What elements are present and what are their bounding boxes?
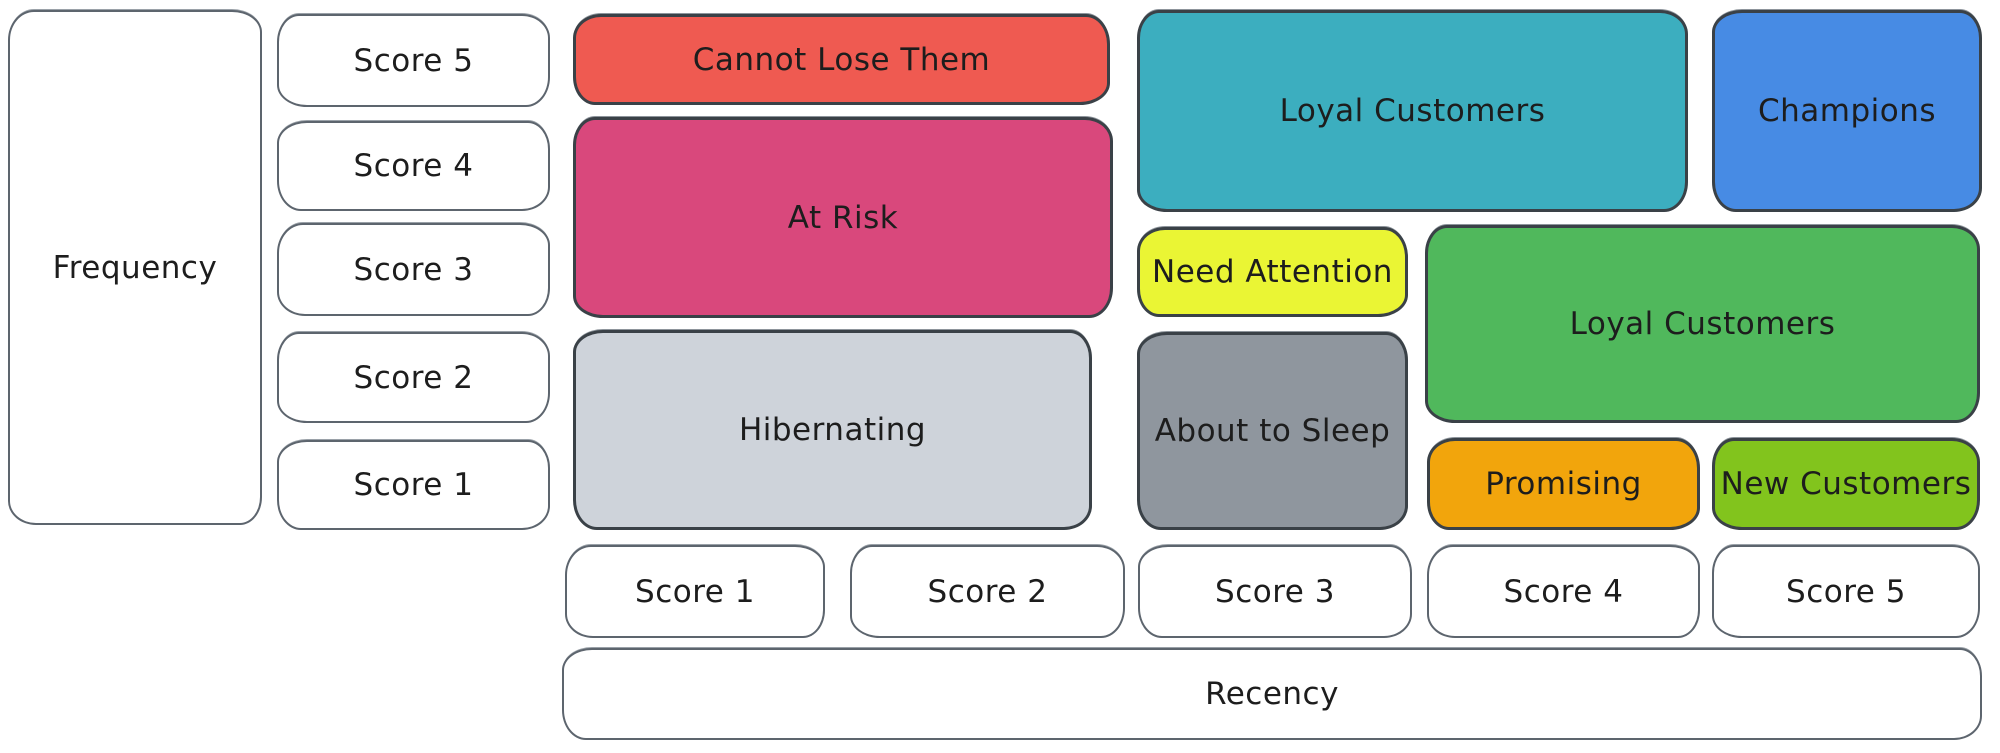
segment-champions-label: Champions <box>1757 93 1937 129</box>
frequency-score-4-box: Score 4 <box>277 121 550 211</box>
segment-hibernating-label: Hibernating <box>738 412 927 448</box>
segment-loyal-customers-lower-label: Loyal Customers <box>1569 306 1836 342</box>
segment-about-to-sleep-label: About to Sleep <box>1154 413 1391 449</box>
segment-new-customers: New Customers <box>1712 438 1980 530</box>
recency-axis-box: Recency <box>562 648 1982 740</box>
segment-at-risk: At Risk <box>573 117 1113 318</box>
segment-need-attention-label: Need Attention <box>1152 254 1393 290</box>
recency-score-1-box: Score 1 <box>565 545 825 638</box>
recency-score-4-box: Score 4 <box>1427 545 1700 638</box>
segment-loyal-customers-upper: Loyal Customers <box>1137 10 1688 212</box>
segment-loyal-customers-upper-label: Loyal Customers <box>1279 93 1546 129</box>
frequency-score-2-label: Score 2 <box>353 359 474 396</box>
segment-loyal-customers-lower: Loyal Customers <box>1425 225 1980 423</box>
recency-score-1-label: Score 1 <box>635 573 755 610</box>
recency-score-5-label: Score 5 <box>1786 573 1906 610</box>
segment-promising: Promising <box>1427 438 1700 530</box>
frequency-score-1-label: Score 1 <box>353 467 474 503</box>
frequency-score-2-box: Score 2 <box>277 332 550 423</box>
frequency-axis-box: Frequency <box>8 10 262 525</box>
segment-hibernating: Hibernating <box>573 330 1092 530</box>
frequency-score-5-label: Score 5 <box>353 42 474 79</box>
recency-score-3-label: Score 3 <box>1215 573 1335 610</box>
frequency-axis-label: Frequency <box>52 249 218 286</box>
frequency-score-5-box: Score 5 <box>277 14 550 107</box>
frequency-score-3-label: Score 3 <box>353 251 474 288</box>
recency-score-3-box: Score 3 <box>1138 545 1412 638</box>
segment-at-risk-label: At Risk <box>787 199 899 236</box>
recency-score-2-label: Score 2 <box>927 573 1048 610</box>
segment-cannot-lose-them-label: Cannot Lose Them <box>692 41 991 78</box>
segment-new-customers-label: New Customers <box>1720 466 1972 502</box>
frequency-score-3-box: Score 3 <box>277 223 550 316</box>
recency-score-2-box: Score 2 <box>850 545 1125 638</box>
recency-score-4-label: Score 4 <box>1503 573 1624 610</box>
recency-axis-label: Recency <box>1205 676 1339 712</box>
segment-need-attention: Need Attention <box>1137 227 1408 317</box>
frequency-score-1-box: Score 1 <box>277 440 550 530</box>
segment-about-to-sleep: About to Sleep <box>1137 332 1408 530</box>
segment-cannot-lose-them: Cannot Lose Them <box>573 14 1110 105</box>
segment-champions: Champions <box>1712 10 1982 212</box>
frequency-score-4-label: Score 4 <box>353 148 474 184</box>
recency-score-5-box: Score 5 <box>1712 545 1980 638</box>
segment-promising-label: Promising <box>1485 466 1642 502</box>
